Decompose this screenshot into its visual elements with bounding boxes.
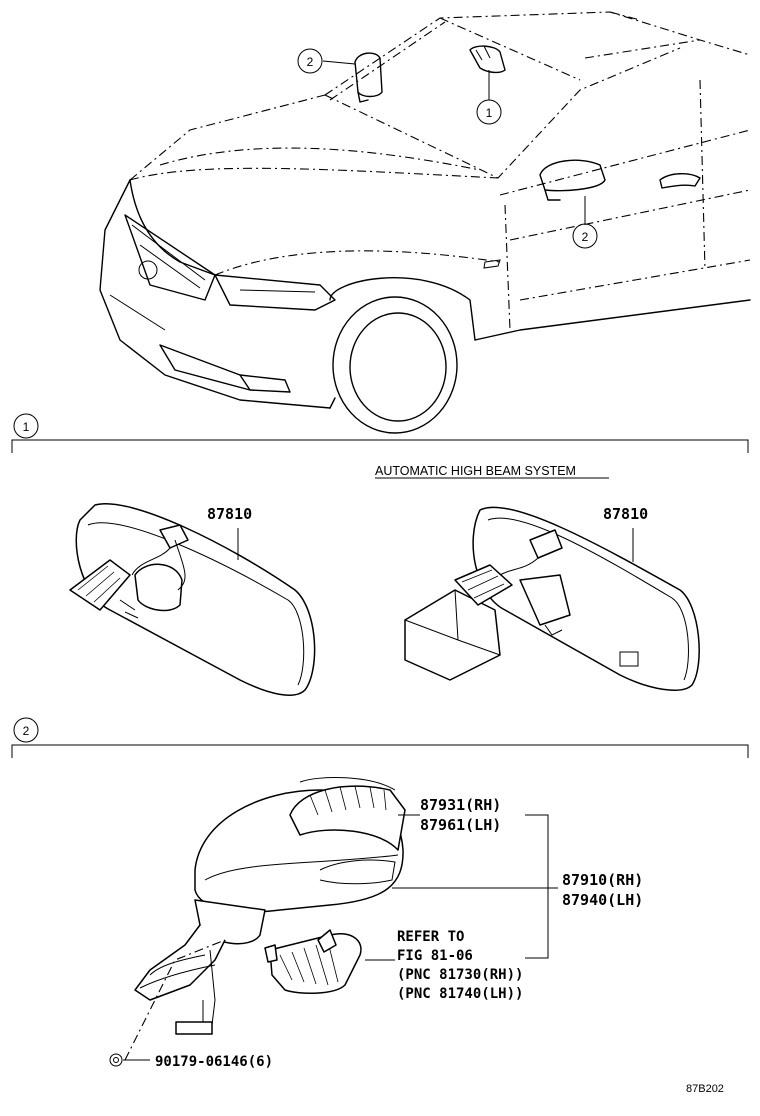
screw-icon <box>109 1053 123 1067</box>
svg-text:2: 2 <box>582 230 589 244</box>
inner-mirror-auto-high-beam <box>404 506 700 691</box>
svg-text:1: 1 <box>486 106 493 120</box>
section-1-header: 1 <box>11 413 749 453</box>
svg-text:1: 1 <box>23 420 30 434</box>
part-screw: 90179-06146(6) <box>155 1054 273 1070</box>
refer-line-2: FIG 81-06 <box>397 948 473 964</box>
refer-line-1: REFER TO <box>397 929 464 945</box>
turn-signal-lamp <box>264 929 362 995</box>
callout-inner-mirror: 1 <box>476 99 502 125</box>
inner-mirror-standard <box>69 503 316 696</box>
refer-line-3: (PNC 81730(RH)) <box>397 967 523 983</box>
svg-text:2: 2 <box>23 724 30 738</box>
svg-text:2: 2 <box>307 55 314 69</box>
callout-mirror-right: 2 <box>572 223 598 249</box>
refer-line-4: (PNC 81740(LH)) <box>397 986 523 1002</box>
bracket-line <box>525 814 549 959</box>
part-cover-rh: 87931(RH) <box>420 796 501 814</box>
install-line <box>124 939 226 1061</box>
part-mirror-lh: 87940(LH) <box>562 891 643 909</box>
part-mirror-rh: 87910(RH) <box>562 871 643 889</box>
part-87810-left: 87810 <box>207 505 252 523</box>
car-overview-drawing <box>99 11 751 434</box>
part-87810-right: 87810 <box>603 505 648 523</box>
door-mirror-assembly <box>134 777 406 1035</box>
figure-code: 87B202 <box>686 1083 724 1095</box>
system-label: AUTOMATIC HIGH BEAM SYSTEM <box>375 464 576 478</box>
callout-mirror-left: 2 <box>297 48 323 74</box>
part-cover-lh: 87961(LH) <box>420 816 501 834</box>
section-2-header: 2 <box>11 717 749 758</box>
